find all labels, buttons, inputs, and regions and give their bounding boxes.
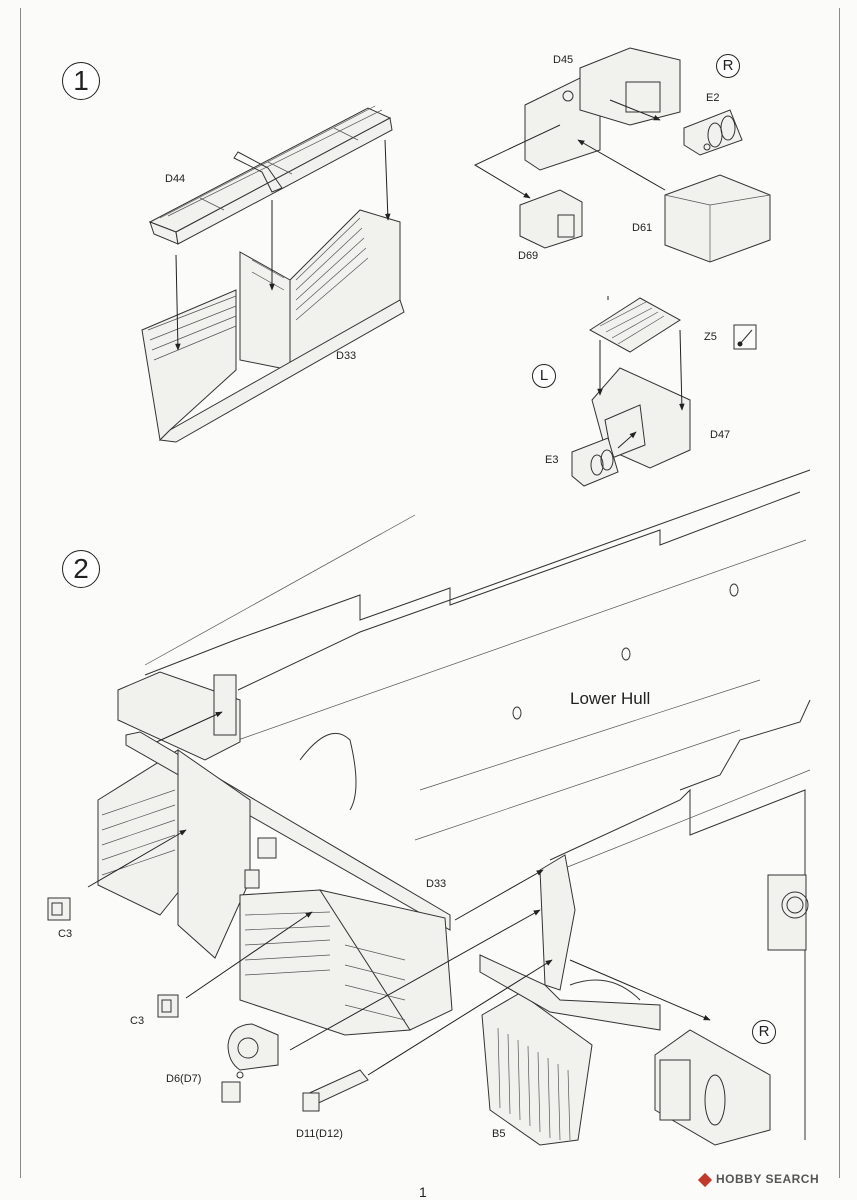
- label-e2: E2: [706, 92, 720, 104]
- side-r-marker-bottom: R: [752, 1020, 776, 1044]
- part-d6-drawing: [221, 1023, 279, 1103]
- part-e2-drawing: [683, 109, 743, 156]
- side-r-marker-top: R: [716, 54, 740, 78]
- label-d11: D11(D12): [296, 1128, 343, 1140]
- label-d61: D61: [632, 222, 653, 234]
- hobby-search-logo-icon: [697, 1172, 713, 1187]
- label-d69: D69: [518, 250, 539, 262]
- page-number: 1: [419, 1184, 427, 1200]
- label-d44: D44: [165, 173, 186, 185]
- part-c3-b-drawing: [157, 994, 179, 1018]
- label-d33-top: D33: [336, 350, 357, 362]
- part-c3-a-drawing: [47, 897, 71, 921]
- part-d61-drawing: [664, 174, 771, 263]
- label-d6: D6(D7): [166, 1073, 202, 1085]
- part-z5-drawing: [589, 297, 681, 353]
- label-d33-bottom: D33: [426, 878, 447, 890]
- step-2-marker: 2: [62, 550, 100, 588]
- page-frame: [20, 8, 840, 1178]
- label-d47: D47: [710, 429, 731, 441]
- label-c3-b: C3: [130, 1015, 145, 1027]
- label-c3-a: C3: [58, 928, 73, 940]
- label-z5: Z5: [704, 331, 717, 343]
- side-l-marker: L: [532, 364, 556, 388]
- sprocket-housing-drawing: [479, 854, 661, 1031]
- part-d33-bottom-drawing: [97, 731, 453, 1036]
- final-drive-r-drawing: [654, 1029, 771, 1146]
- lower-hull-drawing: [144, 469, 811, 1140]
- label-b5: B5: [492, 1128, 506, 1140]
- part-d33-top-drawing: [141, 139, 405, 443]
- label-e3: E3: [545, 454, 559, 466]
- rear-bracket-drawing: [117, 671, 241, 761]
- part-d44-drawing: [148, 105, 393, 245]
- watermark: HOBBY SEARCH: [697, 1172, 820, 1187]
- part-d69-drawing: [519, 189, 583, 249]
- z5-tool-icon: [733, 324, 757, 350]
- part-d45-drawing: [524, 47, 681, 171]
- step-1-marker: 1: [62, 62, 100, 100]
- part-d11-drawing: [302, 1069, 369, 1112]
- label-d45: D45: [553, 54, 574, 66]
- part-e3-drawing: [571, 437, 619, 487]
- watermark-text: HOBBY SEARCH: [716, 1172, 820, 1186]
- label-lower-hull: Lower Hull: [570, 689, 651, 708]
